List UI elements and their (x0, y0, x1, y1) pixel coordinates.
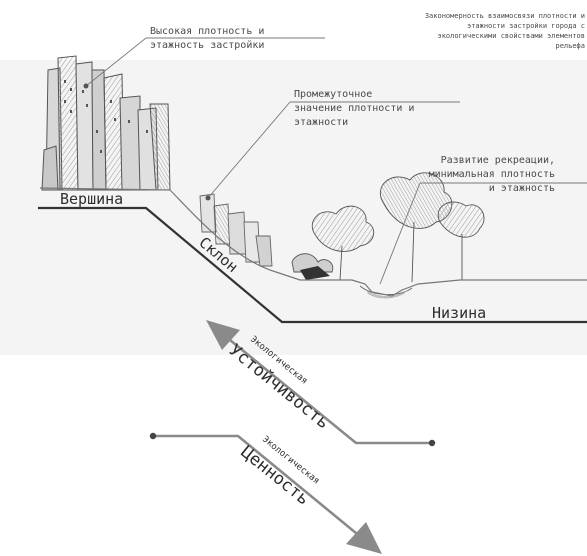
terrain-label-peak: Вершина (60, 190, 123, 208)
top-note: Закономерность взаимосвязи плотности и э… (425, 12, 585, 50)
annotation-mid-line-3: этажности (294, 117, 348, 128)
value-end-dot (149, 432, 157, 440)
high-rise-buildings-sketch (41, 55, 171, 191)
ecological-stability-arrow (206, 320, 436, 447)
ground-surface-line (39, 187, 587, 297)
top-note-line-2: этажности застройки города с (467, 22, 585, 30)
stability-end-dot (428, 439, 436, 447)
annotation-high-line-1: Высокая плотность и (150, 26, 264, 37)
annotation-high-line-2: этажность застройки (150, 39, 264, 51)
top-note-line-4: рельефа (555, 42, 585, 50)
top-note-line-1: Закономерность взаимосвязи плотности и (425, 12, 585, 20)
recreation-trees-sketch (291, 172, 485, 299)
annotation-low-density: Развитие рекреации, минимальная плотност… (429, 155, 555, 194)
terrain-label-lowland: Низина (432, 304, 486, 322)
annotation-low-line-3: и этажность (489, 183, 555, 194)
value-arrowhead-icon (346, 522, 382, 554)
mid-rise-buildings-sketch (199, 193, 273, 267)
annotation-leaders (83, 37, 587, 285)
annotation-low-line-2: минимальная плотность (429, 169, 555, 180)
annotation-mid-line-1: Промежуточное (294, 89, 372, 100)
top-note-line-3: экологическими свойствами элементов (437, 32, 585, 40)
terrain-profile-line (38, 206, 587, 324)
annotation-mid-line-2: значение плотности и (294, 103, 414, 114)
stability-arrowhead-icon (206, 320, 240, 350)
ecological-value-arrow (149, 432, 382, 554)
annotation-mid-density: Промежуточное значение плотности и этажн… (294, 89, 414, 128)
annotation-low-line-1: Развитие рекреации, (441, 155, 555, 166)
annotation-high-density: Высокая плотность и этажность застройки (150, 26, 264, 51)
